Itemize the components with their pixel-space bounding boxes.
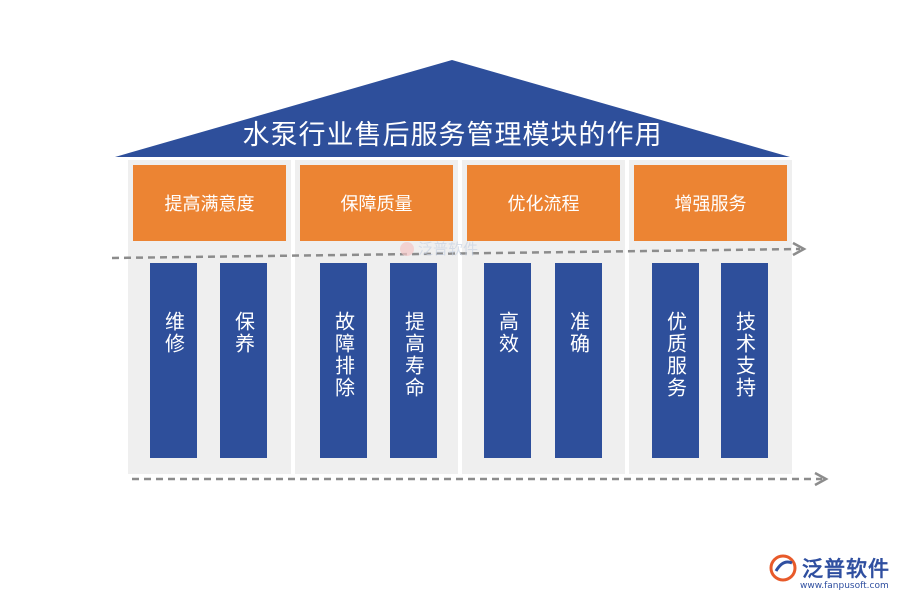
header-box-3: 优化流程: [467, 165, 620, 241]
pillar-4-2: 技术支持: [721, 263, 768, 458]
roof-shape: [115, 60, 790, 157]
header-label: 增强服务: [674, 194, 747, 215]
brand-logo: 泛普软件: [768, 553, 890, 583]
pillar-3-1: 高效: [484, 263, 531, 458]
pillar-label: 技术支持: [732, 311, 757, 399]
watermark: 泛普软件: [400, 238, 478, 259]
diagram-title: 水泵行业售后服务管理模块的作用: [242, 120, 663, 151]
brand-name: 泛普软件: [802, 557, 890, 581]
header-label: 保障质量: [340, 194, 413, 215]
pillar-label: 维修: [161, 311, 186, 355]
pillar-label: 准确: [566, 311, 591, 355]
pillar-4-1: 优质服务: [652, 263, 699, 458]
header-label: 提高满意度: [164, 194, 255, 215]
header-box-4: 增强服务: [634, 165, 787, 241]
pillar-1-2: 保养: [220, 263, 267, 458]
pillar-label: 保养: [231, 311, 256, 355]
header-box-2: 保障质量: [300, 165, 453, 241]
fanpu-logo-icon: [769, 554, 797, 582]
header-label: 优化流程: [507, 194, 580, 215]
top-arrowhead-icon: [792, 241, 807, 257]
pillar-2-1: 故障排除: [320, 263, 367, 458]
watermark-text: 泛普软件: [418, 240, 479, 258]
watermark-logo-icon: [400, 241, 414, 256]
pillar-1-1: 维修: [150, 263, 197, 458]
bottom-arrowhead-icon: [814, 471, 829, 487]
pillar-label: 提高寿命: [401, 311, 426, 399]
pillar-label: 高效: [495, 311, 520, 355]
brand-url: www.fanpusoft.com: [800, 581, 889, 591]
pillar-label: 故障排除: [331, 311, 356, 399]
pillar-2-2: 提高寿命: [390, 263, 437, 458]
pillar-label: 优质服务: [663, 311, 688, 399]
header-box-1: 提高满意度: [133, 165, 286, 241]
pillar-3-2: 准确: [555, 263, 602, 458]
